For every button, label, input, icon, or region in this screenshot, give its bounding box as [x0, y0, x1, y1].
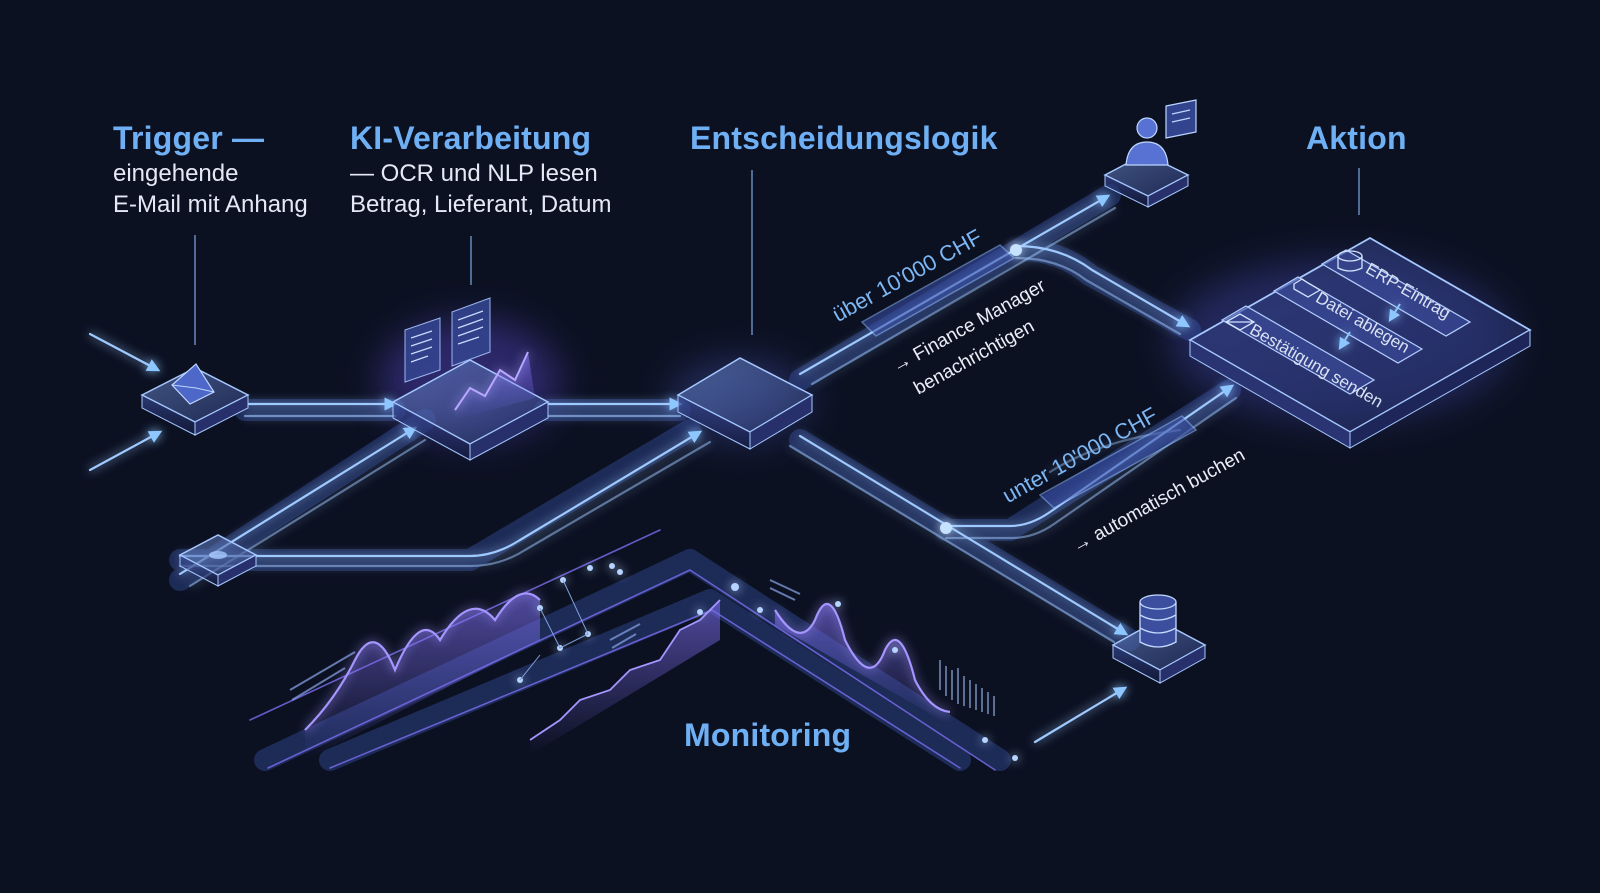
ki-node [391, 297, 550, 461]
stage-desc-trigger-line2: E-Mail mit Anhang [113, 191, 308, 218]
branch-capsules [860, 244, 1198, 509]
chart-icon [454, 351, 535, 420]
chat-icon [1165, 99, 1197, 139]
manager-node [1103, 99, 1197, 208]
envelope-icon [1224, 313, 1256, 331]
mail-icon [171, 363, 215, 405]
stage-title-action: Aktion [1306, 120, 1407, 156]
document-icon [404, 297, 491, 383]
stage-desc-ki-line1: — OCR und NLP lesen [350, 160, 598, 187]
stage-title-trigger: Trigger — [113, 120, 265, 156]
monitoring-dashboard [289, 563, 1018, 761]
stage-title-decision: Entscheidungslogik [690, 120, 998, 156]
trigger-node [140, 363, 250, 436]
stage-title-ki: KI-Verarbeitung [350, 120, 592, 156]
user-icon [1125, 117, 1169, 166]
database-icon [1337, 250, 1363, 272]
junction-dots [940, 244, 1022, 534]
title-connectors [194, 168, 1360, 345]
database-icon [1139, 594, 1177, 648]
source-node [178, 534, 258, 587]
stage-desc-trigger-line1: eingehende [113, 160, 239, 187]
stage-desc-ki-line2: Betrag, Lieferant, Datum [350, 191, 612, 218]
database-node [1111, 594, 1207, 684]
folder-icon [1293, 278, 1322, 298]
decision-node [676, 357, 814, 450]
action-panel [1188, 236, 1532, 449]
stage-title-monitoring: Monitoring [684, 717, 852, 753]
